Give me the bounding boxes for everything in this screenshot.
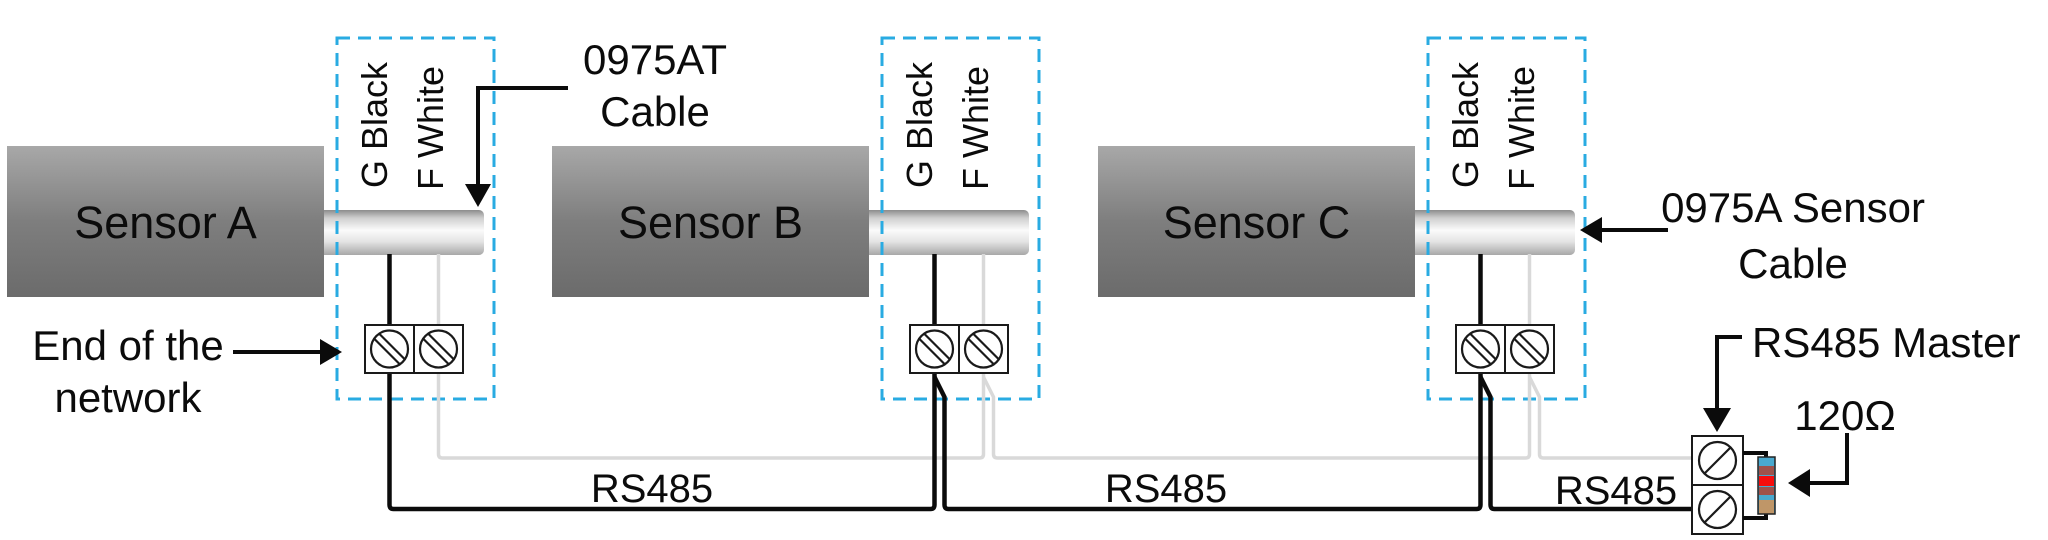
rs485-master-terminal-block (1691, 435, 1744, 535)
resistor-band (1759, 466, 1774, 475)
terminal-screw-icon (369, 329, 410, 369)
sensor-c-label: Sensor C (1163, 197, 1351, 248)
callout-rs485-master: RS485 Master (1703, 319, 2020, 432)
callout-120-ohm: 120Ω (1788, 392, 1896, 497)
terminal-screw-icon (418, 329, 459, 369)
sensor-b-terminal-block (909, 324, 1009, 374)
callout-end-of-network: End of the network (32, 322, 342, 421)
sensor-b-pin-g-label: G Black (899, 61, 940, 188)
callout-0975at-cable: 0975AT Cable (465, 36, 727, 207)
white-bus-c-master (1527, 376, 1694, 460)
sensor-cable-label-line1: 0975A Sensor (1661, 184, 1925, 231)
terminal-screw-icon (1509, 329, 1550, 369)
terminal-screw-icon (963, 329, 1004, 369)
rs485-bus-a-b (387, 371, 937, 512)
sensor-b-cable (857, 210, 1029, 255)
rs485-bus-label-2: RS485 (1105, 467, 1227, 511)
terminal-screw-icon (914, 329, 955, 369)
rs485-bus-c-master (1478, 375, 1694, 512)
sensor-c-pin-g-label: G Black (1445, 61, 1486, 188)
rs485-master-label: RS485 Master (1752, 319, 2020, 366)
rs485-bus-label-1: RS485 (591, 467, 713, 511)
sensor-a-label: Sensor A (74, 197, 257, 248)
at-cable-label-line1: 0975AT (583, 36, 727, 83)
left-arrow-icon (1788, 469, 1810, 497)
terminator-label: 120Ω (1794, 392, 1895, 439)
down-arrow-icon (465, 184, 491, 207)
sensor-a-pin-f-label: F White (410, 66, 451, 190)
resistor-band (1759, 476, 1774, 486)
sensor-c-connector-dashed-box (1426, 36, 1587, 401)
sensor-c-cable (1403, 210, 1575, 255)
resistor-band (1759, 487, 1774, 495)
down-arrow-icon (1703, 408, 1731, 432)
sensor-a-cable (312, 210, 484, 255)
left-arrow-icon (1580, 217, 1602, 243)
sensor-c-pin-f-label: F White (1501, 66, 1542, 190)
sensor-b-pin-f-label: F White (955, 66, 996, 190)
rs485-bus-b-c (932, 371, 1483, 512)
terminal-screw-icon (1460, 329, 1501, 369)
right-arrow-icon (320, 339, 342, 365)
at-cable-label-line2: Cable (600, 88, 710, 135)
white-bus-a-b (436, 371, 986, 460)
sensor-b-connector-dashed-box (880, 36, 1041, 401)
sensor-a-box (7, 146, 324, 297)
sensor-a-pin-g-label: G Black (354, 61, 395, 188)
termination-resistor (1743, 451, 1776, 520)
sensor-cable-label-line2: Cable (1738, 240, 1848, 287)
sensor-b-label: Sensor B (618, 197, 803, 248)
resistor-outline (1757, 456, 1776, 515)
resistor-band (1759, 500, 1774, 514)
end-of-network-label-line2: network (54, 374, 202, 421)
callout-0975a-sensor-cable: 0975A Sensor Cable (1580, 184, 1925, 287)
rs485-bus-label-3: RS485 (1555, 469, 1677, 513)
sensor-b-box (552, 146, 869, 297)
white-bus-b-c (981, 371, 1532, 460)
sensor-c-box (1098, 146, 1415, 297)
end-of-network-label-line1: End of the (32, 322, 223, 369)
sensor-a-connector-dashed-box (335, 36, 496, 401)
sensor-c-terminal-block (1455, 324, 1555, 374)
sensor-a-terminal-block (364, 324, 464, 374)
